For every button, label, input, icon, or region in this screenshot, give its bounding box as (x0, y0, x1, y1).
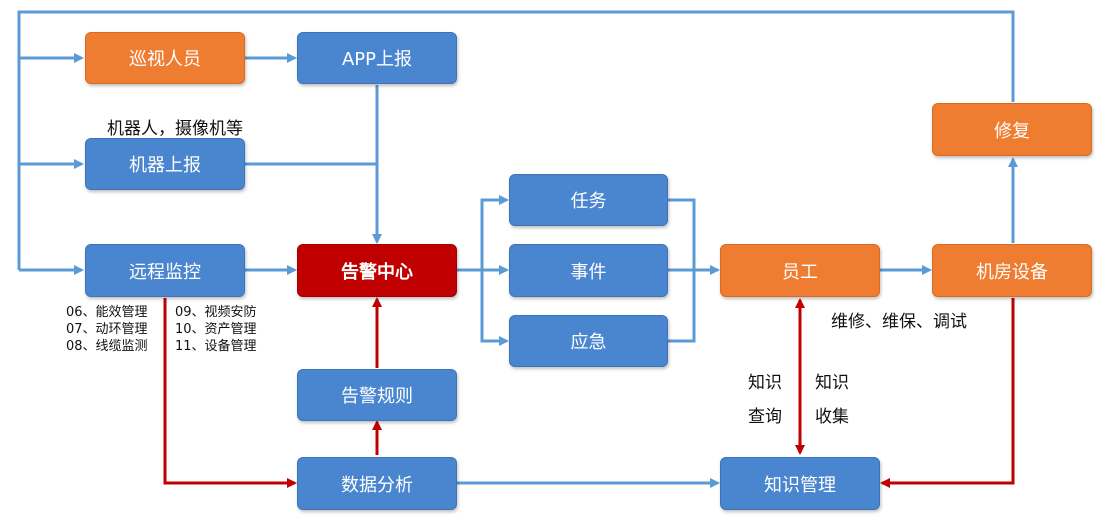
data-analysis-node: 数据分析 (297, 457, 457, 510)
knowledge-mgmt-node: 知识管理 (720, 457, 880, 510)
monitor-to-analysis-arrow (163, 298, 297, 488)
emergency-node: 应急 (509, 315, 668, 367)
equipment-to-knowledge-arrow (880, 298, 1015, 488)
monitor-item: 09、视频安防 (175, 305, 257, 320)
room-equipment-node: 机房设备 (932, 244, 1092, 297)
monitor-item: 08、线缆监测 (66, 339, 148, 354)
repair-node: 修复 (932, 103, 1092, 156)
knowledge-query-line: 查询 (748, 407, 782, 427)
maintenance-label: 维修、维保、调试 (831, 312, 967, 332)
app-report-node: APP上报 (297, 32, 457, 84)
emergency-to-staff-line (668, 270, 696, 343)
knowledge-collect-line: 知识 (815, 373, 849, 393)
alarm-rules-node: 告警规则 (297, 369, 457, 421)
knowledge-query-line: 知识 (748, 373, 782, 393)
knowledge-collect-label: 知识 收集 (815, 366, 849, 434)
center-to-task-arrow (480, 195, 509, 270)
alarm-center-node: 告警中心 (297, 244, 457, 297)
monitor-item: 06、能效管理 (66, 305, 148, 320)
event-node: 事件 (509, 244, 668, 297)
knowledge-collect-line: 收集 (815, 407, 849, 427)
task-to-staff-line (668, 198, 696, 270)
feedback-loop-line (17, 10, 1015, 270)
robot-report-node: 机器上报 (85, 138, 245, 190)
patrol-staff-node: 巡视人员 (85, 32, 245, 84)
monitor-item: 07、动环管理 (66, 322, 148, 337)
center-to-emergency-arrow (480, 270, 509, 346)
monitor-item: 10、资产管理 (175, 322, 257, 337)
robots-cameras-label: 机器人，摄像机等 (107, 119, 243, 139)
staff-node: 员工 (720, 244, 880, 297)
remote-monitor-node: 远程监控 (85, 244, 245, 297)
knowledge-query-label: 知识 查询 (748, 366, 782, 434)
monitor-list-right: 09、视频安防 10、资产管理 11、设备管理 (175, 304, 257, 355)
monitor-item: 11、设备管理 (175, 339, 257, 354)
monitor-list-left: 06、能效管理 07、动环管理 08、线缆监测 (66, 304, 148, 355)
task-node: 任务 (509, 174, 668, 226)
